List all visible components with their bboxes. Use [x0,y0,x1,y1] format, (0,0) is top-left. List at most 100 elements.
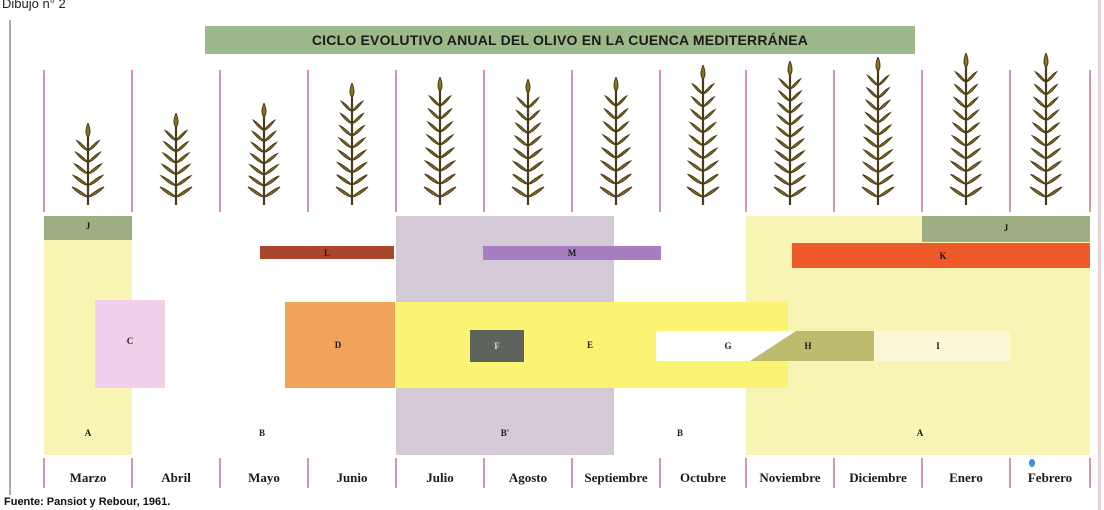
leaf [877,174,894,186]
leaf [601,133,617,146]
phase-bar-k [792,243,1090,268]
leaf [777,89,791,102]
leaf [1045,186,1063,198]
leaf [877,74,890,86]
leaf-tip [85,122,91,138]
leaf-tip [349,82,355,98]
leaf [527,96,541,109]
leaf [263,152,279,165]
leaf [1045,160,1063,172]
leaf [702,121,718,134]
leaf [527,160,545,172]
leaf [952,96,967,108]
month-label-4: Julio [426,470,453,485]
olive-branch-3 [335,82,369,205]
leaf [615,159,633,172]
olive-branch-7 [686,64,720,205]
month-label-3: Junio [336,470,367,485]
leaf [527,109,541,121]
leaf [702,82,716,95]
leaf [335,186,353,198]
leaf [1031,121,1047,134]
olive-branch-4 [423,76,457,205]
leaf [527,173,544,185]
leaf [1045,173,1062,185]
leaf [773,186,791,198]
olive-branch-5 [511,78,545,205]
leaf [789,77,802,90]
leaf [773,161,791,174]
leaf [861,161,879,173]
leaf [351,100,365,112]
leaf [427,107,441,120]
leaf [789,137,806,150]
phase-bar-f [470,330,524,362]
leaf [72,162,89,175]
leaf [689,108,704,121]
leaf [949,186,967,198]
leaf [862,136,879,148]
olive-branch-11 [1029,52,1063,205]
phase-label-e: E [587,340,593,350]
phase-bar-j [922,216,1090,242]
leaf [615,186,633,198]
month-label-5: Agosto [509,470,547,485]
leaf [424,173,441,185]
leaf [965,96,980,108]
leaf [688,134,704,146]
leaf [965,83,979,96]
leaf [439,159,457,172]
month-label-1: Abril [161,470,191,485]
month-label-10: Enero [949,470,983,485]
leaf [1045,134,1062,147]
month-label-7: Octubre [680,470,726,485]
phase-label-b: B [677,428,683,438]
leaf [75,139,89,152]
diagram-title: CICLO EVOLUTIVO ANUAL DEL OLIVO EN LA CU… [311,32,809,48]
leaf [1029,186,1047,198]
leaf [423,159,441,172]
leaf-tip [787,60,793,76]
leaf [263,186,281,198]
leaf [865,86,879,99]
leaf [351,112,365,124]
title-banner: CICLO EVOLUTIVO ANUAL DEL OLIVO EN LA CU… [205,26,915,54]
leaf [439,120,454,133]
leaf [159,174,177,187]
leaf [338,124,353,137]
leaf [789,101,804,114]
phase-bar-i [872,331,1010,361]
leaf [789,186,807,198]
leaf [1032,96,1047,108]
leaf [439,133,455,146]
leaf [778,77,791,90]
leaf [965,173,982,185]
phase-label-f: F [494,341,500,351]
leaf [439,146,456,159]
leaf [615,94,629,107]
leaf-tip [437,76,443,92]
month-label-9: Diciembre [849,470,907,485]
leaf [954,70,967,83]
olive-branch-8 [773,60,807,205]
leaf [877,111,892,124]
leaf [863,123,879,136]
leaf [337,136,353,149]
leaf [1034,70,1047,83]
leaf [1032,109,1047,121]
leaf [1045,147,1062,160]
leaf [950,134,967,147]
leaf [789,125,805,138]
phase-label-c: C [127,336,134,346]
leaf [615,133,631,146]
leaf [686,186,704,198]
leaf [513,134,529,147]
leaf [351,174,368,186]
leaf [263,118,277,131]
leaf [776,113,791,126]
leaf [603,94,617,107]
leaf [951,121,967,134]
leaf [425,133,441,146]
